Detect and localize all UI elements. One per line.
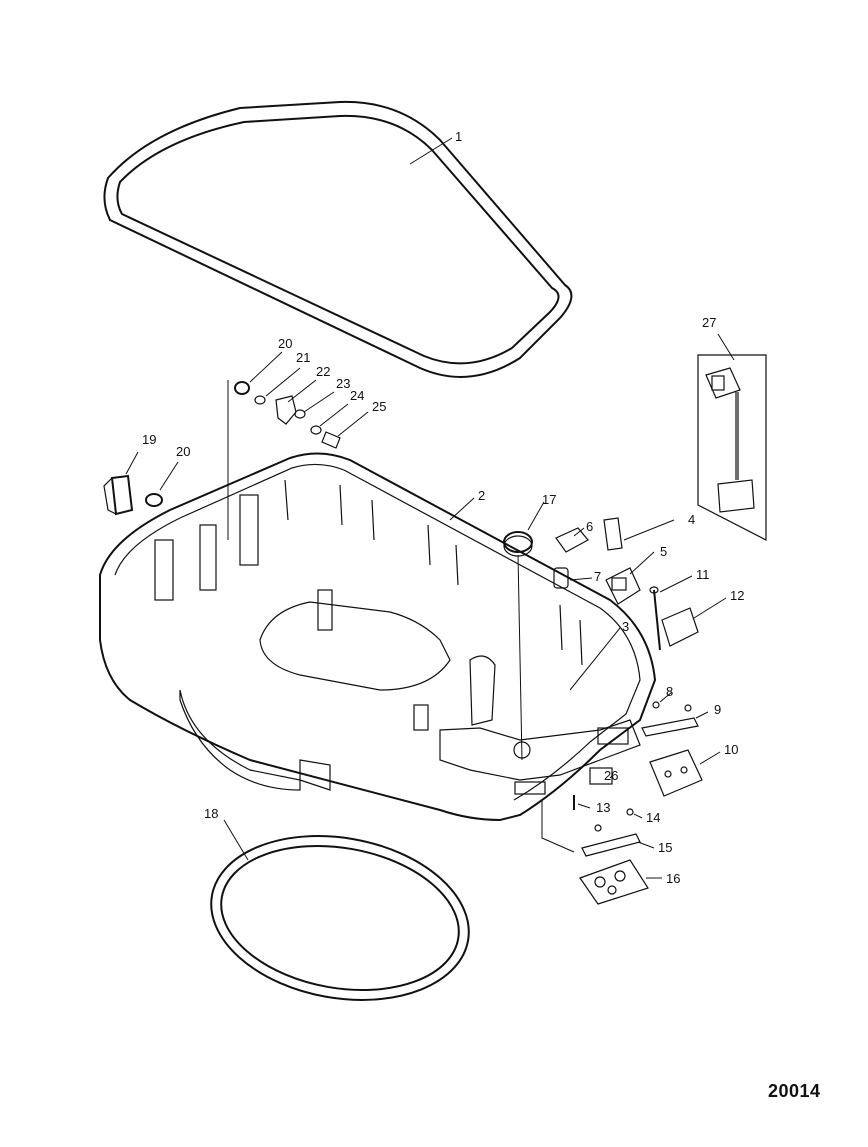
bottom-cowl-part: [99, 452, 657, 822]
callout-22: 22: [316, 364, 330, 379]
callout-9: 9: [714, 702, 721, 717]
leader-lines: [125, 137, 735, 879]
callout-21: 21: [296, 350, 310, 365]
callout-16: 16: [666, 871, 680, 886]
callout-7: 7: [594, 569, 601, 584]
fastener-set-parts: [234, 381, 341, 449]
callout-10: 10: [724, 742, 738, 757]
inset-box-part-27: [697, 354, 767, 541]
callout-6: 6: [586, 519, 593, 534]
callout-17: 17: [542, 492, 556, 507]
callout-19: 19: [142, 432, 156, 447]
small-hardware-parts: [553, 517, 703, 905]
callout-20b: 20: [278, 336, 292, 351]
callout-5: 5: [660, 544, 667, 559]
lower-seal-part: [210, 835, 470, 1001]
callout-23: 23: [336, 376, 350, 391]
callout-12: 12: [730, 588, 744, 603]
callout-8: 8: [666, 684, 673, 699]
callout-labels: 1 2 3 4 5 6 7 8 9 10 11 12 13 14 15 16 1…: [142, 129, 744, 886]
callout-4: 4: [688, 512, 695, 527]
callout-1: 1: [455, 129, 462, 144]
callout-20a: 20: [176, 444, 190, 459]
callout-26: 26: [604, 768, 618, 783]
callout-18: 18: [204, 806, 218, 821]
callout-3: 3: [622, 619, 629, 634]
callout-2: 2: [478, 488, 485, 503]
callout-27: 27: [702, 315, 716, 330]
top-seal-part: [103, 100, 573, 378]
callout-13: 13: [596, 800, 610, 815]
plug-part: [503, 531, 533, 557]
callout-25: 25: [372, 399, 386, 414]
callout-15: 15: [658, 840, 672, 855]
callout-24: 24: [350, 388, 364, 403]
latch-parts: [103, 474, 163, 516]
callout-11: 11: [696, 567, 710, 582]
callout-14: 14: [646, 810, 660, 825]
figure-number: 20014: [768, 1081, 821, 1101]
